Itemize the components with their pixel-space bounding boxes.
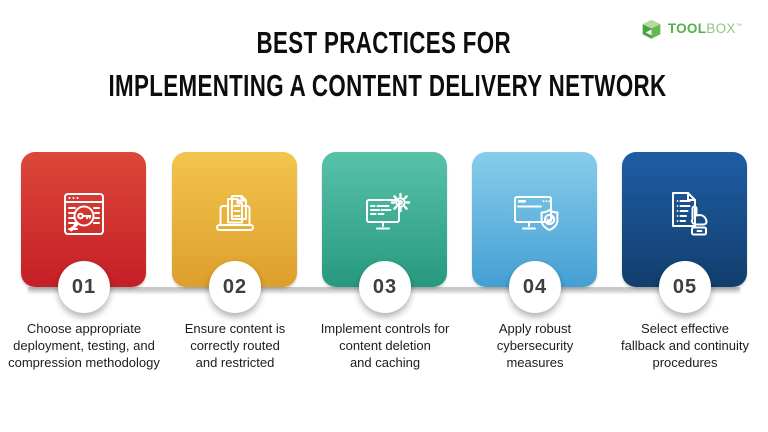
title-line-1: BEST PRACTICES FOR — [256, 25, 512, 60]
step-description: Implement controls for content deletion … — [320, 321, 450, 370]
toolbox-logo: TOOLBOX™ — [640, 17, 742, 41]
step-description: Select effective fallback and continuity… — [621, 321, 749, 370]
toolbox-wordmark: TOOLBOX™ — [667, 21, 742, 37]
document-click-icon — [671, 192, 707, 236]
step-card-1 — [21, 152, 146, 287]
page-title: BEST PRACTICES FOR IMPLEMENTING A CONTEN… — [0, 24, 768, 110]
step-number-badge: 05 — [659, 261, 711, 313]
laptop-documents-icon — [215, 195, 254, 231]
step-description: Apply robust cybersecurity measures — [496, 321, 574, 370]
step-description: Ensure content is correctly routed and r… — [184, 321, 286, 370]
step-number-badge: 01 — [58, 261, 110, 313]
step-description: Choose appropriate deployment, testing, … — [8, 321, 160, 370]
step-number-badge: 02 — [209, 261, 261, 313]
browser-keyword-search-icon — [63, 193, 104, 235]
monitor-shield-icon — [513, 196, 558, 231]
step-number-badge: 04 — [509, 261, 561, 313]
title-line-2: IMPLEMENTING A CONTENT DELIVERY NETWORK — [108, 68, 667, 103]
step-number-badge: 03 — [359, 261, 411, 313]
monitor-gear-icon — [365, 192, 410, 230]
step-card-2 — [172, 152, 297, 287]
toolbox-cube-icon — [642, 19, 661, 39]
